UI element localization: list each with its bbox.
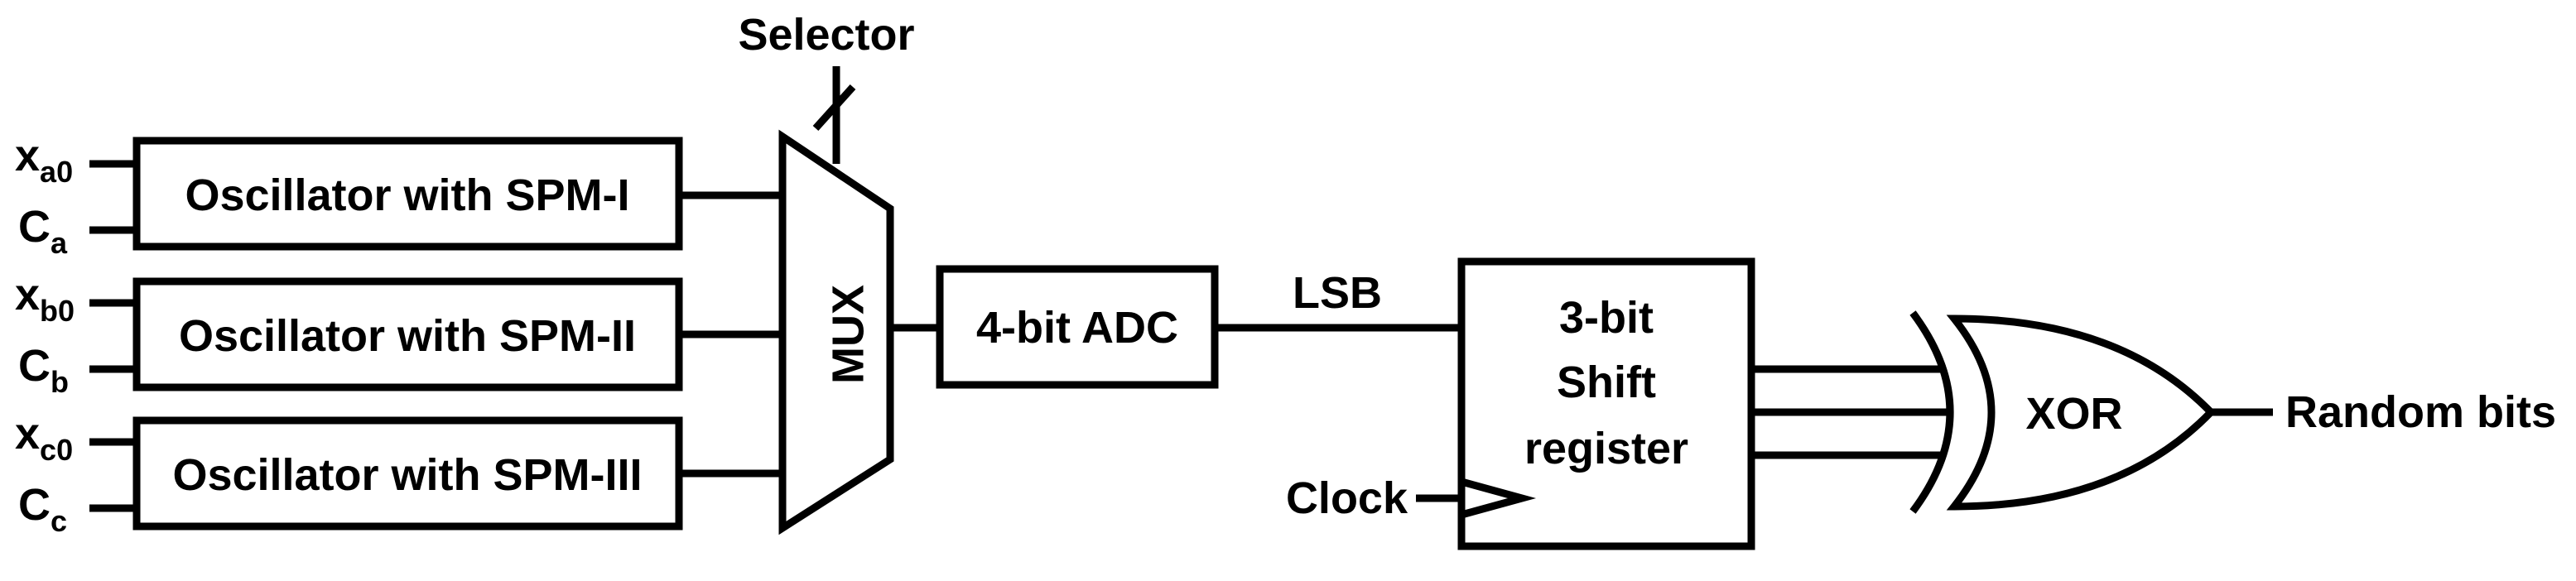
- oscillator-label-1: Oscillator with SPM-I: [185, 170, 629, 220]
- output-label: Random bits: [2285, 387, 2556, 437]
- oscillator-block-1: [132, 137, 683, 251]
- mux-label: MUX: [823, 285, 873, 384]
- xor-extra-arc: [1909, 310, 1954, 514]
- input-label-cb: Cb: [18, 341, 69, 399]
- input-label-ca: Ca: [18, 202, 68, 260]
- shift-register-line-2: Shift: [1557, 358, 1656, 407]
- selector-bus-slash: [812, 84, 856, 132]
- input-label-cc: Cc: [18, 480, 67, 538]
- oscillator-label-3: Oscillator with SPM-III: [172, 450, 642, 500]
- oscillator-label-2: Oscillator with SPM-II: [179, 311, 636, 361]
- input-label-xa0: xa0: [15, 131, 73, 189]
- input-label-xc0: xc0: [15, 409, 73, 467]
- lsb-label: LSB: [1293, 268, 1382, 318]
- xor-gate-body: [1946, 315, 2217, 511]
- adc-block: [936, 265, 1219, 389]
- selector-label: Selector: [738, 10, 914, 60]
- mux-block: [778, 129, 894, 535]
- shift-register-line-1: 3-bit: [1559, 293, 1654, 343]
- adc-label: 4-bit ADC: [976, 303, 1178, 353]
- clock-label: Clock: [1286, 473, 1408, 523]
- input-label-xb0: xb0: [15, 270, 75, 328]
- clock-triangle: [1460, 478, 1537, 519]
- shift-register-line-3: register: [1524, 424, 1688, 473]
- xor-label: XOR: [2025, 389, 2122, 439]
